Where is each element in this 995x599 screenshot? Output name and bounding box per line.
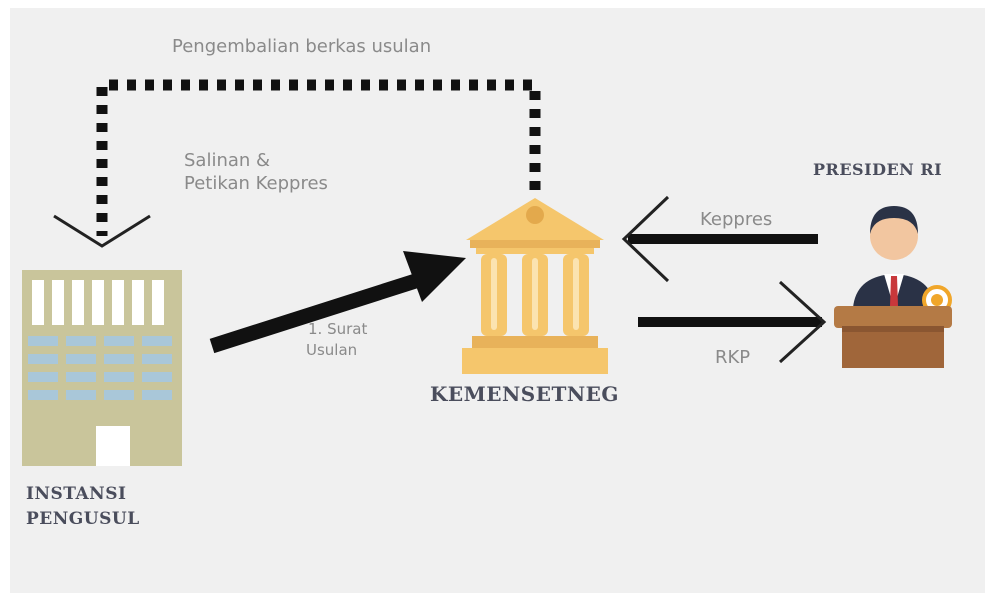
flow-diagram <box>22 79 952 466</box>
proposal-label: 1. Surat <box>308 320 368 338</box>
copy-label: Salinan & <box>184 150 271 171</box>
agency-name-line-1: INSTANSI <box>26 484 127 504</box>
diagram-canvas: Pengembalian berkas usulan Salinan & Pet… <box>10 8 985 593</box>
copy-label-line-2: Petikan Keppres <box>184 173 328 194</box>
president-name: PRESIDEN RI <box>813 160 943 179</box>
return-dotted-arrow <box>96 79 541 236</box>
proposal-arrowhead <box>403 251 466 302</box>
rkp-label: RKP <box>715 347 751 368</box>
president-at-podium-icon <box>834 206 952 368</box>
proposal-label-line-2: Usulan <box>306 341 358 359</box>
keppres-label: Keppres <box>700 209 773 230</box>
return-arrowhead <box>53 214 151 248</box>
ministry-name: KEMENSETNEG <box>430 382 619 406</box>
proposal-arrow-shaft <box>209 270 428 354</box>
agency-name-line-2: PENGUSUL <box>26 509 140 529</box>
office-building-icon <box>22 270 182 466</box>
keppres-arrowhead <box>621 195 670 283</box>
rkp-arrowhead <box>778 280 827 364</box>
government-building-icon <box>462 198 608 374</box>
return-label: Pengembalian berkas usulan <box>172 36 432 57</box>
